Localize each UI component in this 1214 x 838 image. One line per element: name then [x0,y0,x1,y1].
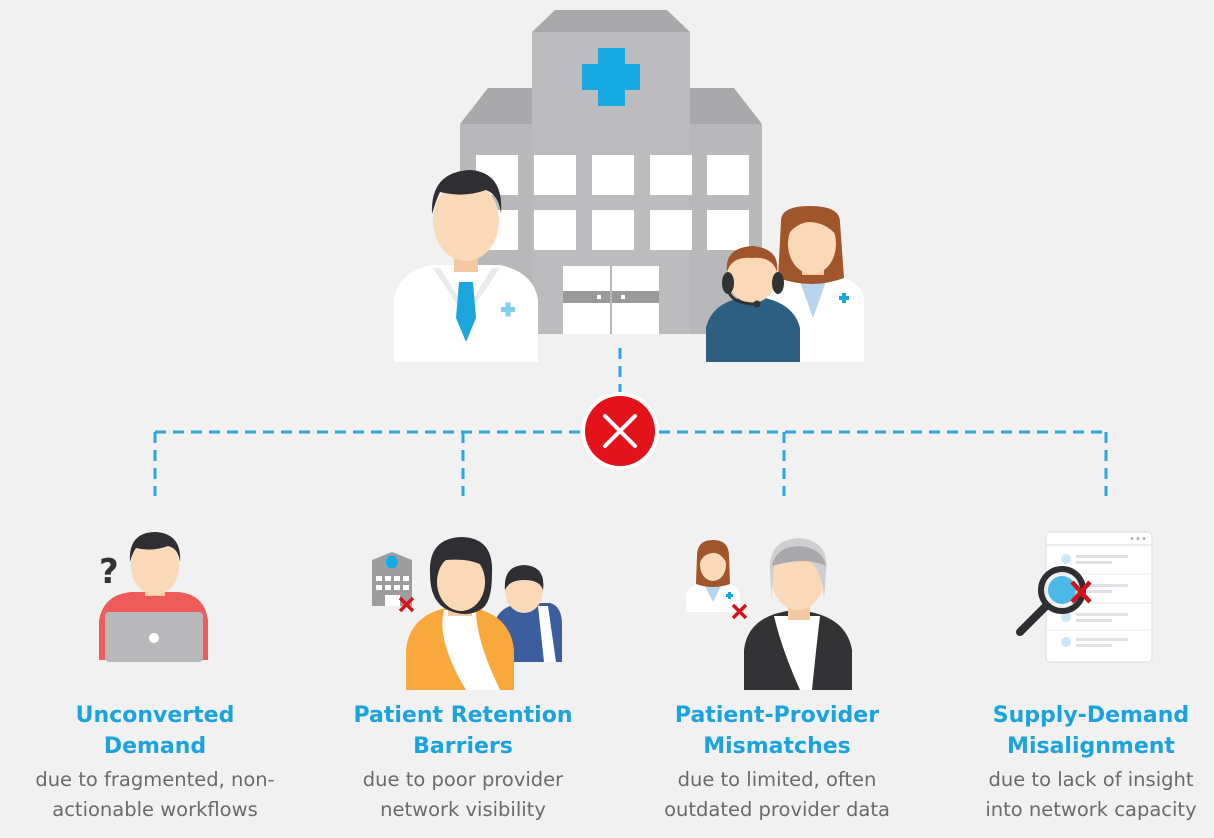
male-doctor-icon [394,170,538,362]
item-title: Supply-Demand Misalignment [992,703,1190,759]
person-laptop-question-icon: ? [99,532,208,662]
item-title: Unconverted Demand [75,703,235,759]
item-patient-provider-mismatches: Patient-Provider Mismatches due to limit… [627,700,927,825]
item-description: due to poor provider network visibility [362,768,564,821]
directory-magnifier-x-icon [1016,531,1153,663]
error-x-icon [581,392,659,470]
item-patient-retention-barriers: Patient Retention Barriers due to poor p… [313,700,613,825]
nurse-and-call-agent-icon [706,206,864,362]
svg-text:?: ? [99,552,119,592]
item-supply-demand-misalignment: Supply-Demand Misalignment due to lack o… [941,700,1214,825]
patients-hospital-x-icon [372,537,562,690]
hospital-building-icon [460,10,762,334]
item-title: Patient-Provider Mismatches [674,703,880,759]
item-description: due to fragmented, non- actionable workf… [35,768,275,821]
item-description: due to lack of insight into network capa… [985,768,1197,821]
elder-doctor-x-icon [686,538,852,690]
item-unconverted-demand: Unconverted Demand due to fragmented, no… [5,700,305,825]
item-description: due to limited, often outdated provider … [664,768,890,821]
item-title: Patient Retention Barriers [353,703,573,759]
